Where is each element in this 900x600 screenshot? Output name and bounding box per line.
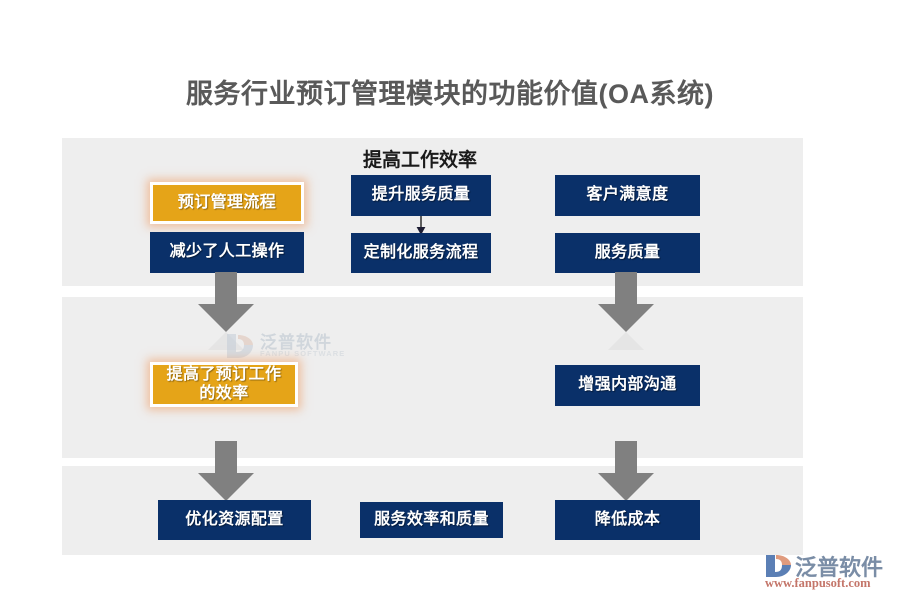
- brand-logo: 泛普软件 www.fanpusoft.com: [762, 552, 892, 594]
- box-improved-booking-efficiency[interactable]: 提高了预订工作 的效率: [150, 362, 298, 407]
- box-booking-management-process[interactable]: 预订管理流程: [150, 182, 304, 224]
- box-reduce-cost[interactable]: 降低成本: [555, 500, 700, 540]
- box-service-quality[interactable]: 服务质量: [555, 233, 700, 273]
- down-arrow-icon: [198, 272, 254, 350]
- box-customized-service-process[interactable]: 定制化服务流程: [351, 233, 491, 273]
- box-line-1: 提高了预订工作: [166, 365, 282, 383]
- brand-url: www.fanpusoft.com: [765, 576, 871, 590]
- box-optimize-resource-allocation[interactable]: 优化资源配置: [158, 500, 311, 540]
- brand-name: 泛普软件: [795, 555, 884, 580]
- down-arrow-icon: [598, 272, 654, 350]
- middle-column-heading: 提高工作效率: [362, 150, 477, 171]
- box-improve-service-quality[interactable]: 提升服务质量: [351, 175, 491, 216]
- box-enhance-internal-communication[interactable]: 增强内部沟通: [555, 365, 700, 406]
- box-line-2: 的效率: [199, 384, 249, 402]
- box-reduced-manual-operations[interactable]: 减少了人工操作: [150, 232, 304, 273]
- box-service-efficiency-and-quality[interactable]: 服务效率和质量: [360, 502, 503, 538]
- logo-swoosh-icon: [766, 555, 791, 577]
- box-customer-satisfaction[interactable]: 客户满意度: [555, 175, 700, 216]
- connector-arrow-icon: [416, 216, 426, 235]
- page-title: 服务行业预订管理模块的功能价值(OA系统): [186, 79, 714, 109]
